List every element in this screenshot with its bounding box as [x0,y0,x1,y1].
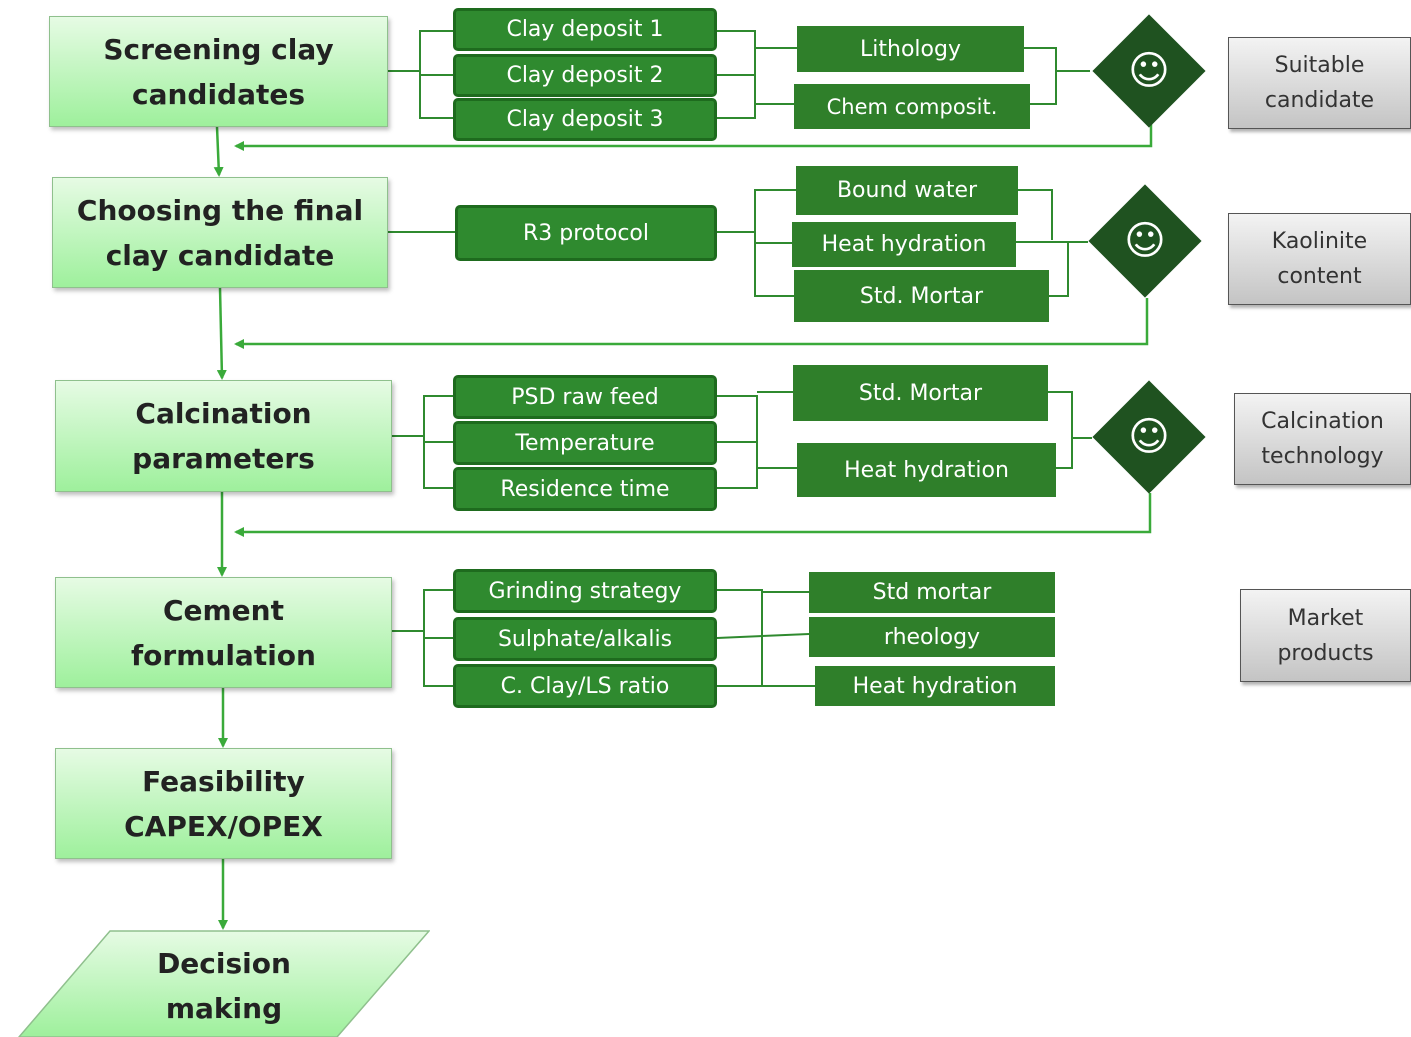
stage-screening-clay-candidates: Screening clay candidates [49,16,388,127]
substep-clay-deposit-2: Clay deposit 2 [453,54,717,97]
outcome-label-line: products [1277,640,1374,666]
flow-arrow [216,287,227,380]
outcome-label-line: Suitable [1274,53,1365,78]
stage-cement-formulation: Cement formulation [55,577,392,688]
smiley-face-icon: ☺ [1128,414,1170,460]
outcome-kaolinite-content: Kaolinite content [1228,213,1411,305]
substep-grinding-strategy: Grinding strategy [453,569,717,613]
feedback-arrow [234,124,1153,151]
test-std-mortar: Std. Mortar [794,270,1049,322]
outcome-label-line: content [1277,264,1362,289]
substep-temperature: Temperature [453,421,717,465]
stage-calcination-parameters: Calcination parameters [55,380,392,492]
substep-r3-protocol: R3 protocol [455,205,717,261]
decision-making-parallelogram [18,930,430,1037]
test-heat-hydration: Heat hydration [815,666,1055,706]
stage-label-line: Calcination [135,397,312,430]
feedback-arrow [234,493,1152,537]
stage-label-line: parameters [132,442,315,475]
test-heat-hydration: Heat hydration [797,443,1056,497]
outcome-label-line: Kaolinite [1271,229,1368,254]
feedback-arrow [234,298,1149,349]
test-std-mortar: Std. Mortar [793,365,1048,421]
stage-label-line: clay candidate [105,238,335,272]
decision-label-line: making [165,991,283,1025]
substep-psd-raw-feed: PSD raw feed [453,375,717,419]
smiley-face-icon: ☺ [1124,218,1166,264]
substep-sulphate-alkalis: Sulphate/alkalis [453,617,717,661]
outcome-label-line: candidate [1264,88,1375,113]
outcome-suitable-candidate: Suitable candidate [1228,37,1411,129]
decision-making-label: Decision making [74,938,374,1033]
stage-label-line: Cement [162,593,284,627]
test-rheology: rheology [809,617,1055,657]
outcome-label-line: Market [1287,605,1364,631]
substep-clay-deposit-3: Clay deposit 3 [453,98,717,141]
stage-label-line: Feasibility [142,764,305,798]
outcome-calcination-technology: Calcination technology [1234,393,1411,485]
stage-label-line: formulation [131,638,316,672]
outcome-label-line: technology [1261,444,1384,469]
stage-label-line: Choosing the final [76,193,364,227]
flow-arrow [213,126,224,177]
test-std-mortar: Std mortar [809,572,1055,613]
test-lithology: Lithology [797,26,1024,72]
decision-label-line: Decision [157,946,291,980]
outcome-label-line: Calcination [1261,409,1384,434]
outcome-market-products: Market products [1240,589,1411,682]
test-chem-composit: Chem composit. [794,84,1030,129]
stage-label-line: candidates [131,77,306,111]
substep-clay-deposit-1: Clay deposit 1 [453,8,717,51]
substep-clay-ls-ratio: C. Clay/LS ratio [453,664,717,708]
test-bound-water: Bound water [796,166,1018,215]
substep-residence-time: Residence time [453,467,717,511]
stage-label-line: CAPEX/OPEX [124,809,323,843]
smiley-face-icon: ☺ [1128,48,1170,94]
stage-label-line: Screening clay [103,32,334,66]
test-heat-hydration: Heat hydration [792,222,1016,267]
stage-choosing-final-clay-candidate: Choosing the final clay candidate [52,177,388,288]
